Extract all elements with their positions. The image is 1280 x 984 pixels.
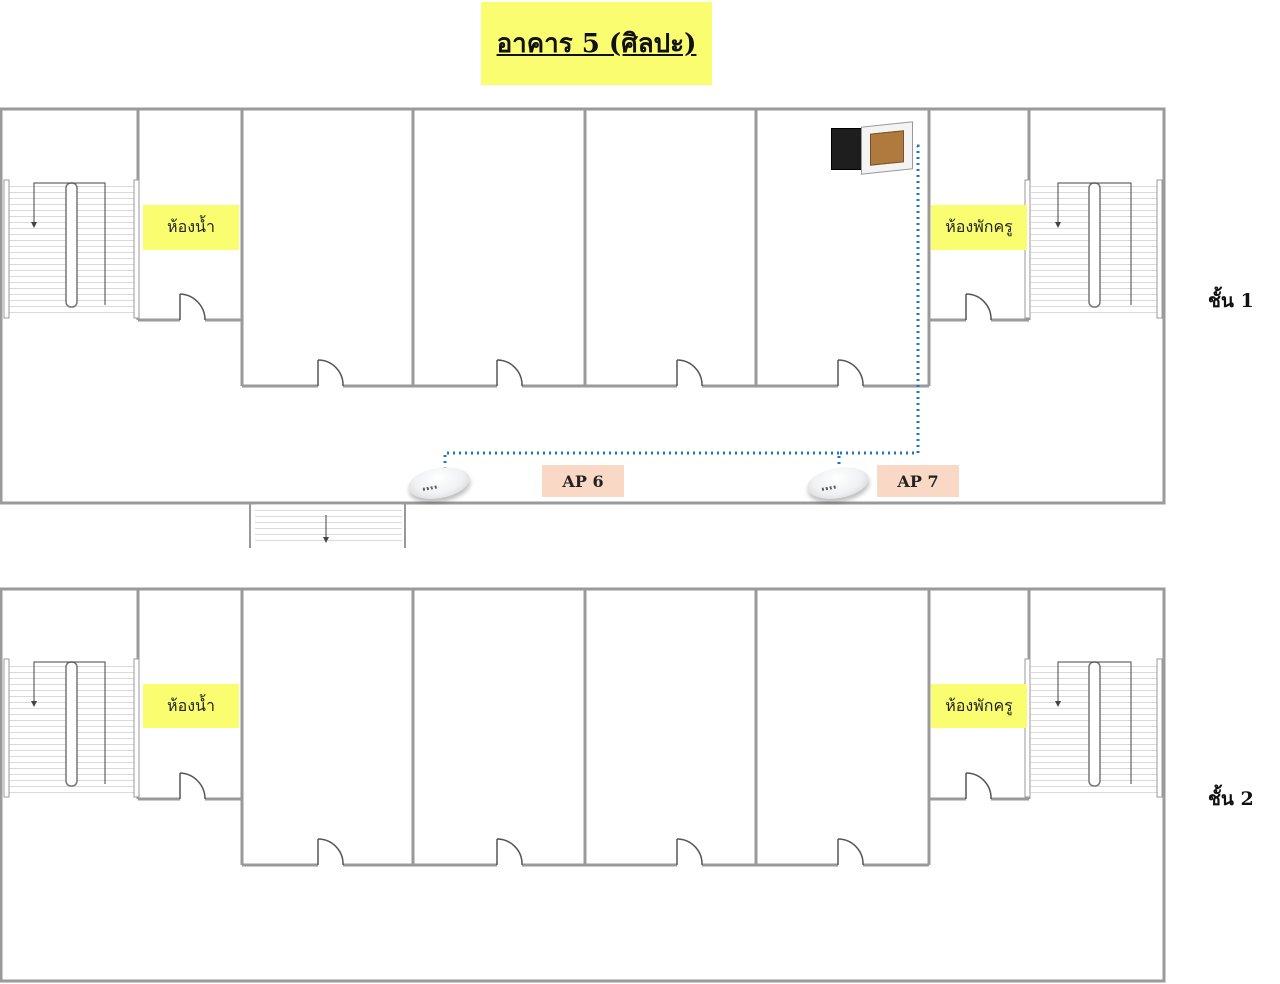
floor-1-restroom-label: ห้องน้ำ <box>143 205 239 250</box>
floor-1-right-stairs <box>1024 179 1163 319</box>
network-cabinet-icon <box>831 121 913 175</box>
floor-2-left-stairs <box>3 658 140 798</box>
floor-2-label: ชั้น 2 <box>1208 788 1254 810</box>
network-cable <box>837 144 920 468</box>
floor-2-plan <box>0 587 1166 983</box>
ap-7-label: AP 7 <box>877 465 959 497</box>
floor-1-entrance-steps <box>249 503 406 548</box>
floor-2-right-stairs <box>1024 658 1163 798</box>
floor-2-restroom-label: ห้องน้ำ <box>143 684 239 728</box>
floor-2-doors <box>179 772 992 866</box>
floor-1-outer-wall <box>0 107 1166 505</box>
ap-6-label: AP 6 <box>542 465 624 497</box>
building-title: อาคาร 5 (ศิลปะ) <box>496 29 697 59</box>
floor-2-teacher-room-label: ห้องพักครู <box>931 684 1027 728</box>
floor-1-teacher-room-label: ห้องพักครู <box>931 205 1027 250</box>
network-cable-ap6 <box>443 451 839 470</box>
floor-2-outer-wall <box>0 587 1166 983</box>
floor-1-left-stairs <box>3 179 140 319</box>
floor-1-plan <box>0 107 1166 505</box>
floor-1-label: ชั้น 1 <box>1208 290 1254 312</box>
title-banner: อาคาร 5 (ศิลปะ) <box>481 2 712 85</box>
floor-1-doors <box>179 293 992 387</box>
